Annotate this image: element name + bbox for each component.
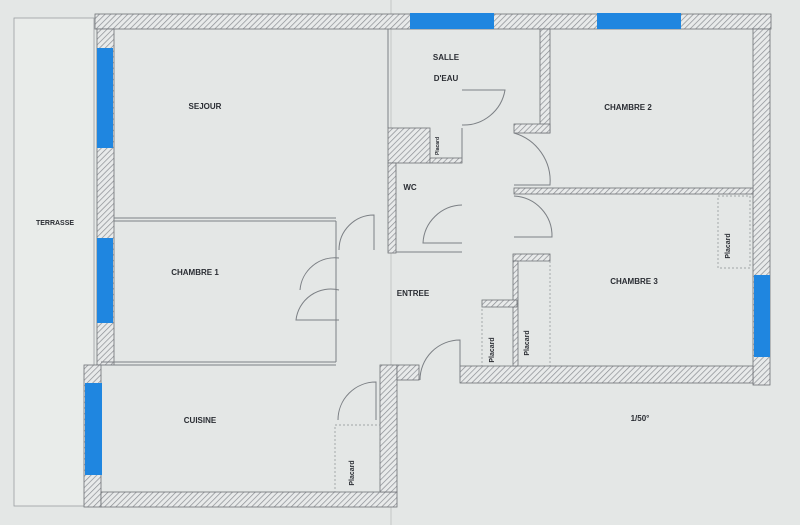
window xyxy=(754,275,770,357)
room-label-chambre-2: CHAMBRE 2 xyxy=(604,103,652,112)
room-label-deau: D'EAU xyxy=(434,74,459,83)
room-label-salle: SALLE xyxy=(433,53,460,62)
terrasse-area xyxy=(13,17,95,507)
windows xyxy=(85,13,770,475)
window xyxy=(410,13,494,29)
window xyxy=(597,13,681,29)
placard-label: Placard xyxy=(349,460,356,485)
window xyxy=(85,383,102,475)
window xyxy=(97,48,113,148)
placard-label: Placard xyxy=(489,337,496,362)
room-label-cuisine: CUISINE xyxy=(184,416,217,425)
scale-label: 1/50° xyxy=(631,414,650,423)
placard-label: Placard xyxy=(725,233,732,258)
window xyxy=(97,238,113,323)
doors xyxy=(295,89,553,421)
room-label-chambre-1: CHAMBRE 1 xyxy=(171,268,219,277)
room-label-entree: ENTREE xyxy=(397,289,430,298)
room-label-chambre-3: CHAMBRE 3 xyxy=(610,277,658,286)
room-label-terrasse: TERRASSE xyxy=(36,220,74,227)
placard-label: Placard xyxy=(524,330,531,355)
room-label-wc: WC xyxy=(403,183,417,192)
interior-walls xyxy=(101,28,754,493)
room-label-sejour: SEJOUR xyxy=(189,102,222,111)
placard-label: Placard xyxy=(435,137,441,155)
